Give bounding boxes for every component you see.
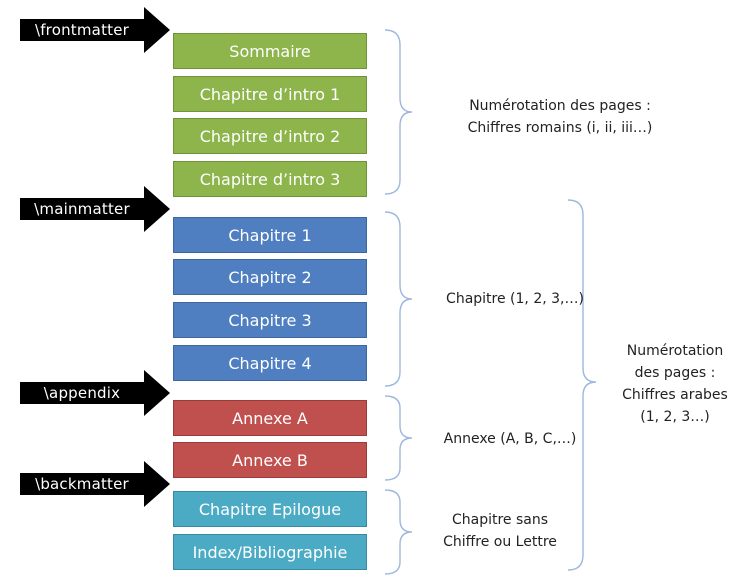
box-chapitre-1: Chapitre 1 [173,217,367,253]
appendix-arrow: \appendix [20,370,170,416]
brace-frontmatter [384,29,413,195]
box-intro-3: Chapitre d’intro 3 [173,161,367,197]
arrow-right-icon [20,461,170,507]
note-roman: Numérotation des pages : Chiffres romain… [445,95,675,139]
box-chapitre-4: Chapitre 4 [173,345,367,381]
mainmatter-label: \mainmatter [34,200,130,218]
appendix-label: \appendix [43,384,121,402]
brace-chapitres [384,211,413,387]
box-annexe-b: Annexe B [173,442,367,478]
frontmatter-arrow: \frontmatter [20,7,170,53]
brace-arabic [567,199,597,571]
note-arabic-line4: (1, 2, 3…) [640,409,710,425]
note-roman-line1: Numérotation des pages : [469,98,651,114]
box-index-bibliographie: Index/Bibliographie [173,534,367,570]
frontmatter-label: \frontmatter [34,21,130,39]
backmatter-arrow: \backmatter [20,461,170,507]
box-annexe-a: Annexe A [173,400,367,436]
note-arabic-line2: des pages : [634,365,716,381]
arrow-right-icon [20,370,170,416]
brace-annexes [384,395,413,481]
note-arabic-line1: Numérotation [626,343,724,359]
note-sans-line1: Chapitre sans [451,512,549,528]
note-sans: Chapitre sans Chiffre ou Lettre [425,509,575,553]
box-intro-2: Chapitre d’intro 2 [173,118,367,154]
note-annexe: Annexe (A, B, C,…) [443,431,577,447]
box-chapitre-epilogue: Chapitre Epilogue [173,491,367,527]
brace-backmatter [384,489,413,575]
box-chapitre-3: Chapitre 3 [173,302,367,338]
mainmatter-arrow: \mainmatter [20,186,170,232]
backmatter-label: \backmatter [35,475,129,493]
box-chapitre-2: Chapitre 2 [173,259,367,295]
note-chapitre: Chapitre (1, 2, 3,…) [446,291,584,307]
arrow-right-icon [20,186,170,232]
note-sans-line2: Chiffre ou Lettre [443,534,557,550]
note-roman-line2: Chiffres romains (i, ii, iii…) [467,120,653,136]
note-arabic: Numérotation des pages : Chiffres arabes… [605,340,745,428]
note-arabic-line3: Chiffres arabes [622,387,728,403]
arrow-right-icon [20,7,170,53]
box-sommaire: Sommaire [173,33,367,69]
box-intro-1: Chapitre d’intro 1 [173,76,367,112]
